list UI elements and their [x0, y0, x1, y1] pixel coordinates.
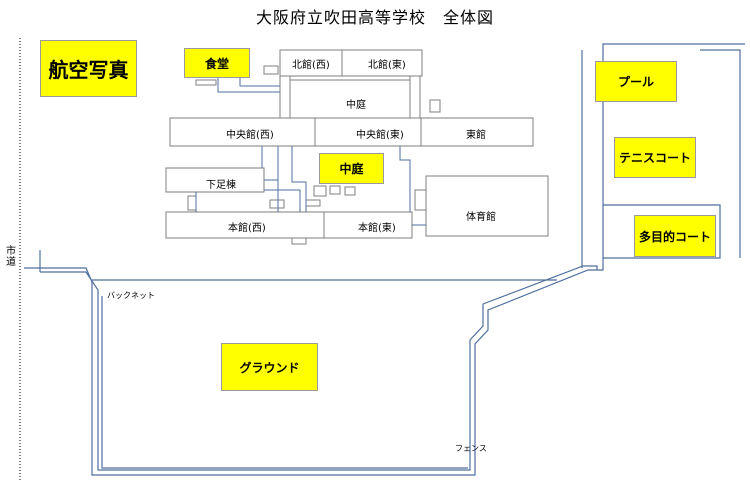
east-building-outline: [420, 117, 534, 147]
building-outlines: [165, 49, 549, 245]
cafeteria-label[interactable]: 食堂: [184, 48, 250, 78]
east-building-label: 東館: [466, 130, 486, 141]
backnet-label: バックネット: [107, 291, 155, 300]
central-west-label: 中央館(西): [226, 130, 274, 141]
courtyard-highlight-label[interactable]: 中庭: [319, 153, 384, 184]
ground-label[interactable]: グラウンド: [221, 343, 318, 391]
north-east-label: 北館(東): [368, 60, 406, 71]
gym-label: 体育館: [466, 212, 496, 223]
north-west-label: 北館(西): [292, 60, 330, 71]
tennis-court-label[interactable]: テニスコート: [614, 137, 696, 178]
aerial-photo-button[interactable]: 航空写真: [40, 40, 137, 97]
city-road-label: 市道: [6, 246, 16, 268]
main-east-label: 本館(東): [358, 223, 396, 234]
north-east-outline: [341, 49, 423, 77]
site-fence: [24, 43, 745, 476]
central-east-label: 中央館(東): [356, 130, 404, 141]
corridors: [195, 76, 426, 226]
main-west-label: 本館(西): [228, 223, 266, 234]
courtyard-label: 中庭: [346, 100, 366, 111]
pool-label[interactable]: プール: [595, 61, 677, 102]
fence-label: フェンス: [455, 444, 487, 453]
main-east-outline: [323, 211, 413, 239]
central-east-outline: [314, 117, 422, 147]
page-title: 大阪府立吹田高等学校 全体図: [255, 8, 494, 27]
north-west-outline: [279, 49, 343, 77]
shoe-building-label: 下足棟: [206, 180, 236, 191]
central-west-outline: [169, 117, 316, 147]
gym-outline: [425, 175, 549, 237]
multi-purpose-court-label[interactable]: 多目的コート: [634, 215, 716, 257]
